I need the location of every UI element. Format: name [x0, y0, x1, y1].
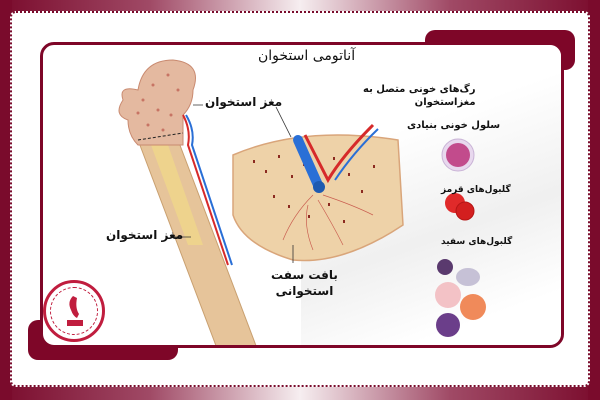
frame-top: [0, 0, 600, 12]
label-bone-marrow-shaft: مغز استخوان: [106, 228, 184, 242]
label-blood-vessels-line2: مغزاستخوان: [414, 97, 476, 108]
frame-left: [0, 0, 12, 400]
label-bone-marrow-head: مغز استخوان: [205, 95, 283, 109]
logo-seal-icon: [50, 287, 98, 335]
label-compact-bone-line2: استخوانی: [275, 284, 334, 298]
label-red-cells: گلبول‌های قرمز: [441, 185, 511, 195]
label-blood-vessels-line1: رگ‌های خونی متصل به: [363, 84, 476, 95]
brand-logo: [43, 280, 105, 342]
frame-right: [588, 0, 600, 400]
label-white-cells: گلبول‌های سفید: [441, 237, 513, 247]
diagram-title: آناتومی استخوان: [258, 48, 356, 64]
diagram-panel: آناتومی استخوان مغز استخوان مغز استخوان …: [40, 42, 564, 348]
label-compact-bone: بافت سفت استخوانی: [271, 267, 338, 299]
label-compact-bone-line1: بافت سفت: [271, 268, 338, 282]
frame-bottom: [0, 386, 600, 400]
label-stem-cell: سلول خونی بنیادی: [407, 120, 501, 131]
femur-illustration: [118, 59, 486, 345]
label-blood-vessels: رگ‌های خونی متصل به مغزاستخوان: [363, 83, 476, 109]
